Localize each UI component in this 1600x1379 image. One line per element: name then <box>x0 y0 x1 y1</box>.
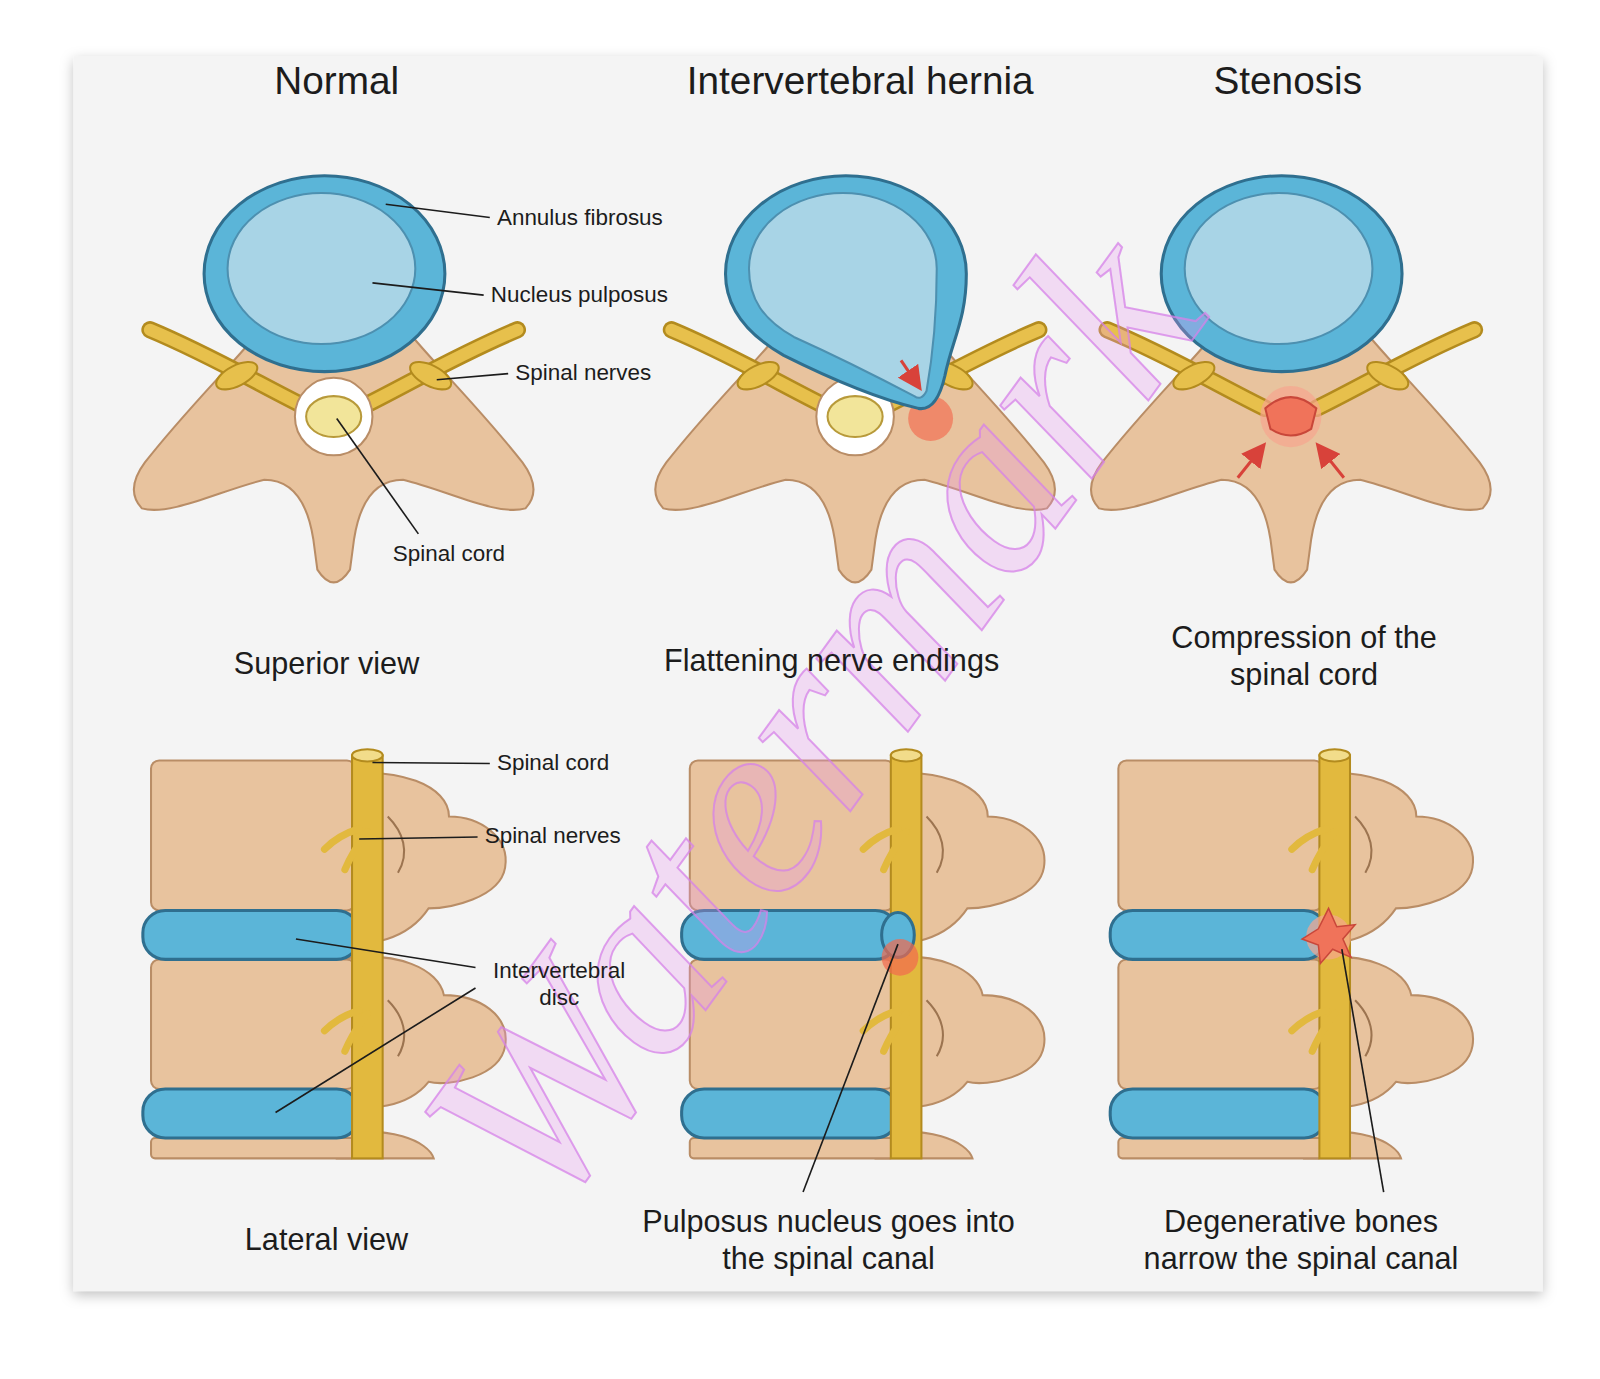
part-label: Nucleus pulposus <box>491 282 668 309</box>
view-caption: Lateral view <box>245 1221 408 1258</box>
column-title: Stenosis <box>1213 58 1362 105</box>
view-caption: Superior view <box>234 645 419 682</box>
column-title: Intervertebral hernia <box>687 58 1034 105</box>
part-label: Spinal cord <box>497 750 609 777</box>
part-label: Spinal nerves <box>485 823 621 850</box>
part-label: Spinal nerves <box>515 360 651 387</box>
view-caption: Compression of the spinal cord <box>1166 619 1442 692</box>
column-title: Normal <box>274 58 399 105</box>
view-caption: Pulposus nucleus goes into the spinal ca… <box>630 1203 1028 1276</box>
view-caption: Degenerative bones narrow the spinal can… <box>1122 1203 1479 1276</box>
part-label: Spinal cord <box>393 541 505 568</box>
part-label: Annulus fibrosus <box>497 205 663 232</box>
view-caption: Flattening nerve endings <box>664 642 999 679</box>
part-label: Intervertebral disc <box>478 958 641 1012</box>
